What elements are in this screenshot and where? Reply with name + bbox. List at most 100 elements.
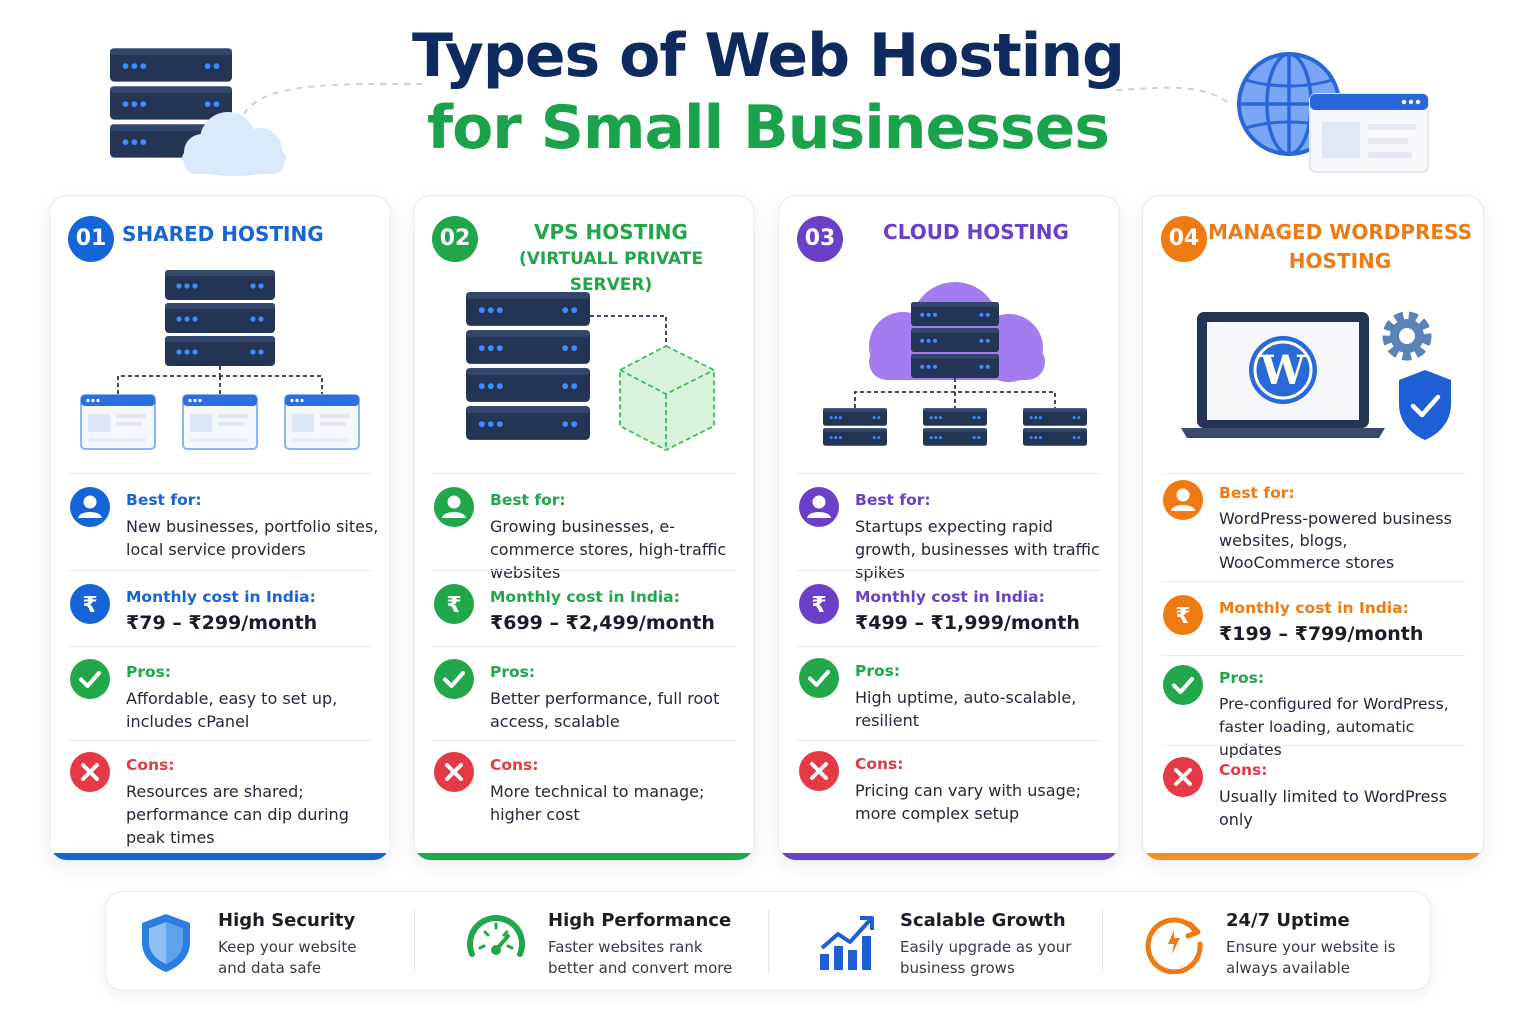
feature-desc: Faster websites rank better and convert … [548,938,733,977]
shield-check-icon [1399,370,1451,440]
card-subtitle: (VIRTUALL PRIVATE SERVER) [518,249,704,295]
card-accent-bar [414,853,754,860]
card-subtitle: HOSTING [1288,249,1392,273]
svg-text:W: W [1260,347,1307,394]
best-for-label: Best for: [490,491,566,509]
cost-value: ₹79 – ₹299/month [126,612,318,634]
card-number-badge: 02 [432,216,478,262]
card-title-text: MANAGED WORDPRESS [1208,220,1472,244]
user-icon [70,487,110,527]
check-icon [799,658,839,698]
best-for-label: Best for: [1219,484,1295,502]
best-for-text: Growing businesses, e-commerce stores, h… [490,517,727,582]
rupee-icon [1163,595,1203,635]
user-icon [799,487,839,527]
cons-text: More technical to manage; higher cost [490,782,705,824]
cost-label: Monthly cost in India: [1219,599,1409,617]
best-for-label: Best for: [855,491,931,509]
pros-text: High uptime, auto-scalable, resilient [855,688,1077,730]
card-vps-hosting: 02 VPS HOSTING (VIRTUALL PRIVATE SERVER)… [413,195,755,861]
cost-label: Monthly cost in India: [490,588,680,606]
shared-server-illustration [50,266,390,466]
card-title-text: SHARED HOSTING [122,222,324,246]
cost-label: Monthly cost in India: [126,588,316,606]
cons-text: Usually limited to WordPress only [1219,787,1448,829]
check-icon [434,659,474,699]
page-title: Types of Web Hosting for Small Businesse… [0,26,1536,158]
best-for-text: New businesses, portfolio sites, local s… [126,517,379,559]
card-title: VPS HOSTING (VIRTUALL PRIVATE SERVER) [476,218,746,298]
card-managed-wordpress-hosting: 04 MANAGED WORDPRESS HOSTING W [1142,195,1484,861]
feature-high-security: High Security Keep your website and data… [134,892,424,992]
virtual-cube-icon [619,344,715,452]
gear-icon [1382,311,1432,361]
feature-uptime: 24/7 Uptime Ensure your website is alway… [1142,892,1422,992]
best-for-text: Startups expecting rapid growth, busines… [855,517,1100,582]
card-number-badge: 04 [1161,216,1207,262]
user-icon [1163,480,1203,520]
cons-label: Cons: [1219,761,1268,779]
wordpress-logo-icon: W [1249,336,1317,404]
feature-scalable-growth: Scalable Growth Easily upgrade as your b… [816,892,1116,992]
card-title: MANAGED WORDPRESS HOSTING [1205,218,1475,276]
x-icon [799,751,839,791]
card-title-text: CLOUD HOSTING [883,220,1069,244]
cons-label: Cons: [490,756,539,774]
rupee-icon [799,584,839,624]
feature-title: High Security [218,910,356,931]
card-accent-bar [779,853,1119,860]
pros-text: Pre-configured for WordPress, faster loa… [1219,695,1449,759]
card-number-badge: 01 [68,216,114,262]
cost-value: ₹199 – ₹799/month [1219,623,1424,645]
card-accent-bar [50,853,390,860]
user-icon [434,487,474,527]
feature-title: Scalable Growth [900,910,1066,931]
cons-label: Cons: [126,756,175,774]
feature-title: High Performance [548,910,732,931]
pros-label: Pros: [490,663,536,681]
card-title-text: VPS HOSTING [534,220,688,244]
feature-high-performance: High Performance Faster websites rank be… [464,892,764,992]
cost-label: Monthly cost in India: [855,588,1045,606]
pros-text: Better performance, full root access, sc… [490,689,720,731]
title-line-1: Types of Web Hosting [411,21,1125,91]
cons-label: Cons: [855,755,904,773]
cloud-icon [182,112,286,176]
features-bar: High Security Keep your website and data… [105,891,1431,991]
feature-desc: Keep your website and data safe [218,938,357,977]
card-title: SHARED HOSTING [122,220,382,248]
cons-text: Resources are shared; performance can di… [126,782,349,847]
pros-label: Pros: [855,662,901,680]
cloud-server-illustration [779,266,1119,466]
cost-value: ₹699 – ₹2,499/month [490,612,715,634]
cons-text: Pricing can vary with usage; more comple… [855,781,1081,823]
pros-text: Affordable, easy to set up, includes cPa… [126,689,338,731]
pros-label: Pros: [126,663,172,681]
card-cloud-hosting: 03 CLOUD HOSTING Best for: Startup [778,195,1120,861]
x-icon [434,752,474,792]
rupee-icon [70,584,110,624]
feature-desc: Easily upgrade as your business grows [900,938,1072,977]
card-accent-bar [1143,853,1483,860]
check-icon [70,659,110,699]
feature-desc: Ensure your website is always available [1226,938,1396,977]
growth-chart-icon [816,910,880,974]
card-title: CLOUD HOSTING [841,218,1111,246]
globe-browser-illustration [1112,48,1442,178]
feature-title: 24/7 Uptime [1226,910,1350,931]
vps-server-illustration [414,266,754,466]
card-number-badge: 03 [797,216,843,262]
uptime-clock-icon [1142,910,1206,975]
wordpress-laptop-illustration: W [1143,266,1483,466]
x-icon [1163,757,1203,797]
cost-value: ₹499 – ₹1,999/month [855,612,1080,634]
speedometer-icon [464,910,528,974]
browser-window-icon [1309,93,1429,173]
best-for-label: Best for: [126,491,202,509]
card-shared-hosting: 01 SHARED HOSTING Best for: New business… [49,195,391,861]
title-line-2: for Small Businesses [426,93,1110,163]
best-for-text: WordPress-powered business websites, blo… [1219,509,1452,572]
shield-icon [134,910,198,974]
x-icon [70,752,110,792]
pros-label: Pros: [1219,669,1265,687]
